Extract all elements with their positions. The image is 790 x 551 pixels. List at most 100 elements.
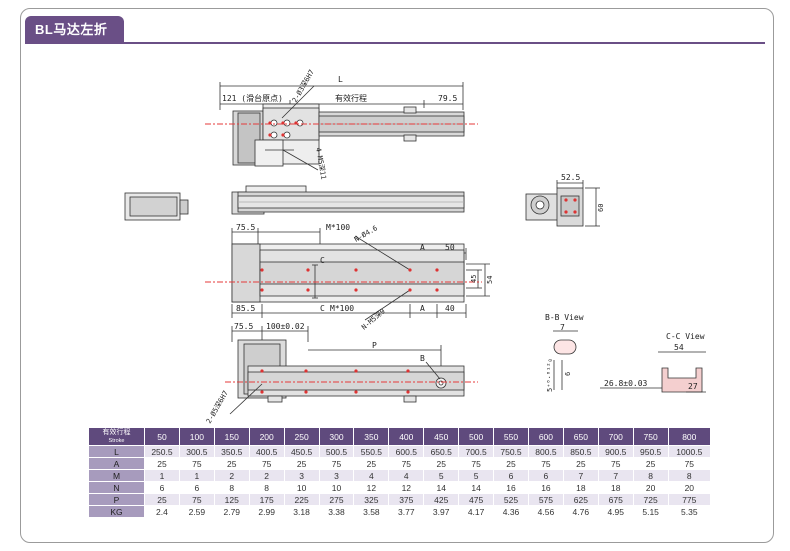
side-view [124,185,465,221]
stroke-header-cell: 400 [388,427,425,446]
table-cell: 500.5 [318,445,355,458]
table-cell: 3.97 [423,505,460,518]
row-label-cell: M [88,469,145,482]
table-cell: 775 [667,493,712,506]
row-label-cell: L [88,445,145,458]
stroke-header-cell: 50 [144,427,180,446]
table-cell: 725 [632,493,669,506]
mid-dim-c-lower: C [320,304,325,313]
table-cell: 25 [353,457,390,470]
table-cell: 12 [353,481,390,494]
mid-hole-n-phi4-6: N-Ø4.6 [353,224,379,244]
table-cell: 400.5 [248,445,285,458]
table-cell: 3.77 [388,505,425,518]
table-cell: 4.76 [562,505,599,518]
table-cell: 2 [213,469,250,482]
stroke-header-cell: 500 [458,427,495,446]
section-c-profile [600,351,706,393]
table-cell: 2.79 [213,505,250,518]
table-cell: 20 [667,481,712,494]
page-title-tab: BL马达左折 [25,16,124,43]
section-c-dim-26-8: 26.8±0.03 [604,379,648,388]
mid-dim-75-5: 75.5 [236,223,255,232]
stroke-label-cn: 有效行程 [102,428,131,436]
table-cell: 900.5 [597,445,634,458]
table-cell: 5 [423,469,460,482]
table-cell: 25 [144,493,180,506]
table-cell: 75 [388,457,425,470]
section-c-title: C-C View [666,332,705,341]
mid-dim-m100: M*100 [326,223,350,232]
mid-view [231,228,490,321]
stroke-header-cell: 300 [318,427,355,446]
mid-dim-a: A [420,243,425,252]
table-cell: 450.5 [283,445,320,458]
stroke-header-cell: 350 [353,427,390,446]
top-dim-stroke: 有效行程 [335,93,367,103]
table-cell: 75 [597,457,634,470]
table-cell: 12 [388,481,425,494]
table-cell: 14 [458,481,495,494]
table-cell: 18 [562,481,599,494]
table-cell: 125 [213,493,250,506]
top-dim-79-5: 79.5 [438,94,457,103]
stroke-header-cell: 150 [213,427,250,446]
stroke-header-cell: 200 [248,427,285,446]
table-cell: 25 [423,457,460,470]
table-cell: 325 [353,493,390,506]
mid-dim-50: 50 [445,243,455,252]
stroke-header-cell: 650 [562,427,599,446]
table-cell: 25 [632,457,669,470]
table-cell: 25 [144,457,180,470]
section-b-dim-6: 6 [564,372,572,376]
table-cell: 800.5 [527,445,564,458]
table-cell: 625 [562,493,599,506]
table-cell: 275 [318,493,355,506]
stroke-header-cell: 700 [597,427,634,446]
mid-dim-a-lower: A [420,304,425,313]
stroke-header-cell: 550 [493,427,529,446]
section-c-dim-27: 27 [688,382,698,391]
table-cell: 14 [423,481,460,494]
end-dim-60: 60 [597,204,605,212]
table-cell: 3.38 [318,505,355,518]
table-cell: 6 [144,481,180,494]
bottom-red-dots [260,369,410,394]
table-cell: 675 [597,493,634,506]
table-cell: 10 [318,481,355,494]
table-cell: 2.59 [178,505,215,518]
table-cell: 475 [458,493,495,506]
stroke-header-cell: 450 [423,427,460,446]
top-dim-121: 121 (滑台原点) [222,93,283,103]
table-cell: 16 [527,481,564,494]
table-cell: 225 [283,493,320,506]
table-cell: 75 [318,457,355,470]
table-cell: 7 [562,469,599,482]
mid-red-dots [260,268,439,292]
table-cell: 4.17 [458,505,495,518]
table-cell: 550.5 [353,445,390,458]
stroke-header-cell: 250 [283,427,320,446]
row-label-cell: P [88,493,145,506]
table-cell: 75 [178,457,215,470]
end-view-dots [564,198,577,214]
table-cell: 750.5 [493,445,529,458]
table-cell: 25 [283,457,320,470]
stroke-header-cell: 800 [667,427,712,446]
table-cell: 4 [388,469,425,482]
mid-dim-c: C [320,256,325,265]
mid-dim-85-5: 85.5 [236,304,255,313]
row-label-cell: N [88,481,145,494]
table-cell: 250.5 [144,445,180,458]
row-label-cell: A [88,457,145,470]
stroke-header-cell: 600 [527,427,564,446]
stroke-label-en: Stroke [108,437,125,444]
